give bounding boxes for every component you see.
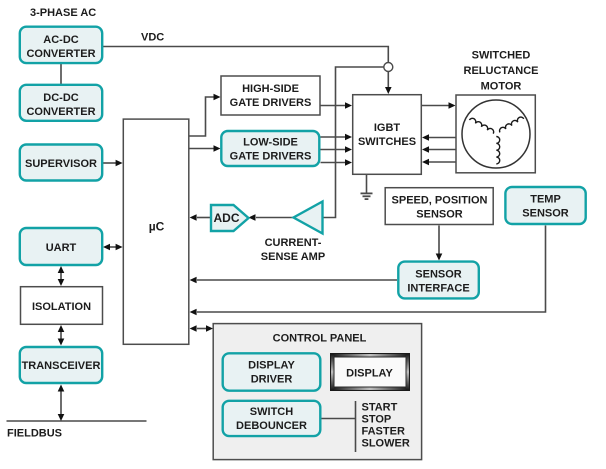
svg-text:CONVERTER: CONVERTER [26, 106, 95, 118]
svg-text:FIELDBUS: FIELDBUS [7, 428, 62, 440]
svg-text:AC-DC: AC-DC [43, 34, 78, 46]
svg-text:HIGH-SIDE: HIGH-SIDE [242, 83, 299, 95]
svg-text:STOP: STOP [362, 414, 392, 426]
svg-text:SWITCHES: SWITCHES [358, 136, 416, 148]
svg-text:START: START [362, 402, 398, 414]
svg-text:SWITCHED: SWITCHED [472, 50, 531, 62]
svg-text:SENSE AMP: SENSE AMP [261, 251, 325, 263]
svg-text:FASTER: FASTER [362, 426, 405, 438]
svg-text:DC-DC: DC-DC [43, 92, 78, 104]
svg-text:SENSOR: SENSOR [522, 208, 569, 220]
svg-text:DEBOUNCER: DEBOUNCER [236, 420, 307, 432]
svg-text:CONVERTER: CONVERTER [26, 48, 95, 60]
svg-text:RELUCTANCE: RELUCTANCE [464, 65, 539, 77]
svg-text:IGBT: IGBT [374, 122, 401, 134]
svg-text:SUPERVISOR: SUPERVISOR [25, 158, 97, 170]
svg-text:CURRENT-: CURRENT- [265, 237, 322, 249]
svg-text:SWITCH: SWITCH [250, 406, 293, 418]
svg-text:SENSOR: SENSOR [415, 269, 462, 281]
svg-text:ISOLATION: ISOLATION [32, 301, 91, 313]
svg-text:3-PHASE AC: 3-PHASE AC [30, 7, 96, 19]
svg-text:SLOWER: SLOWER [362, 438, 410, 450]
svg-text:SENSOR: SENSOR [416, 209, 463, 221]
svg-text:MOTOR: MOTOR [481, 81, 522, 93]
svg-text:GATE DRIVERS: GATE DRIVERS [230, 97, 312, 109]
svg-text:DISPLAY: DISPLAY [346, 368, 393, 380]
svg-text:TEMP: TEMP [530, 194, 561, 206]
svg-text:TRANSCEIVER: TRANSCEIVER [22, 360, 101, 372]
svg-text:VDC: VDC [141, 32, 164, 44]
svg-text:µC: µC [149, 220, 165, 234]
svg-text:CONTROL PANEL: CONTROL PANEL [273, 333, 367, 345]
svg-text:DISPLAY: DISPLAY [248, 360, 295, 372]
svg-text:SPEED, POSITION: SPEED, POSITION [392, 195, 488, 207]
svg-text:UART: UART [46, 242, 77, 254]
svg-text:LOW-SIDE: LOW-SIDE [243, 137, 298, 149]
svg-text:DRIVER: DRIVER [251, 374, 293, 386]
svg-text:ADC: ADC [214, 211, 240, 225]
svg-text:GATE DRIVERS: GATE DRIVERS [230, 151, 312, 163]
svg-text:INTERFACE: INTERFACE [407, 283, 469, 295]
